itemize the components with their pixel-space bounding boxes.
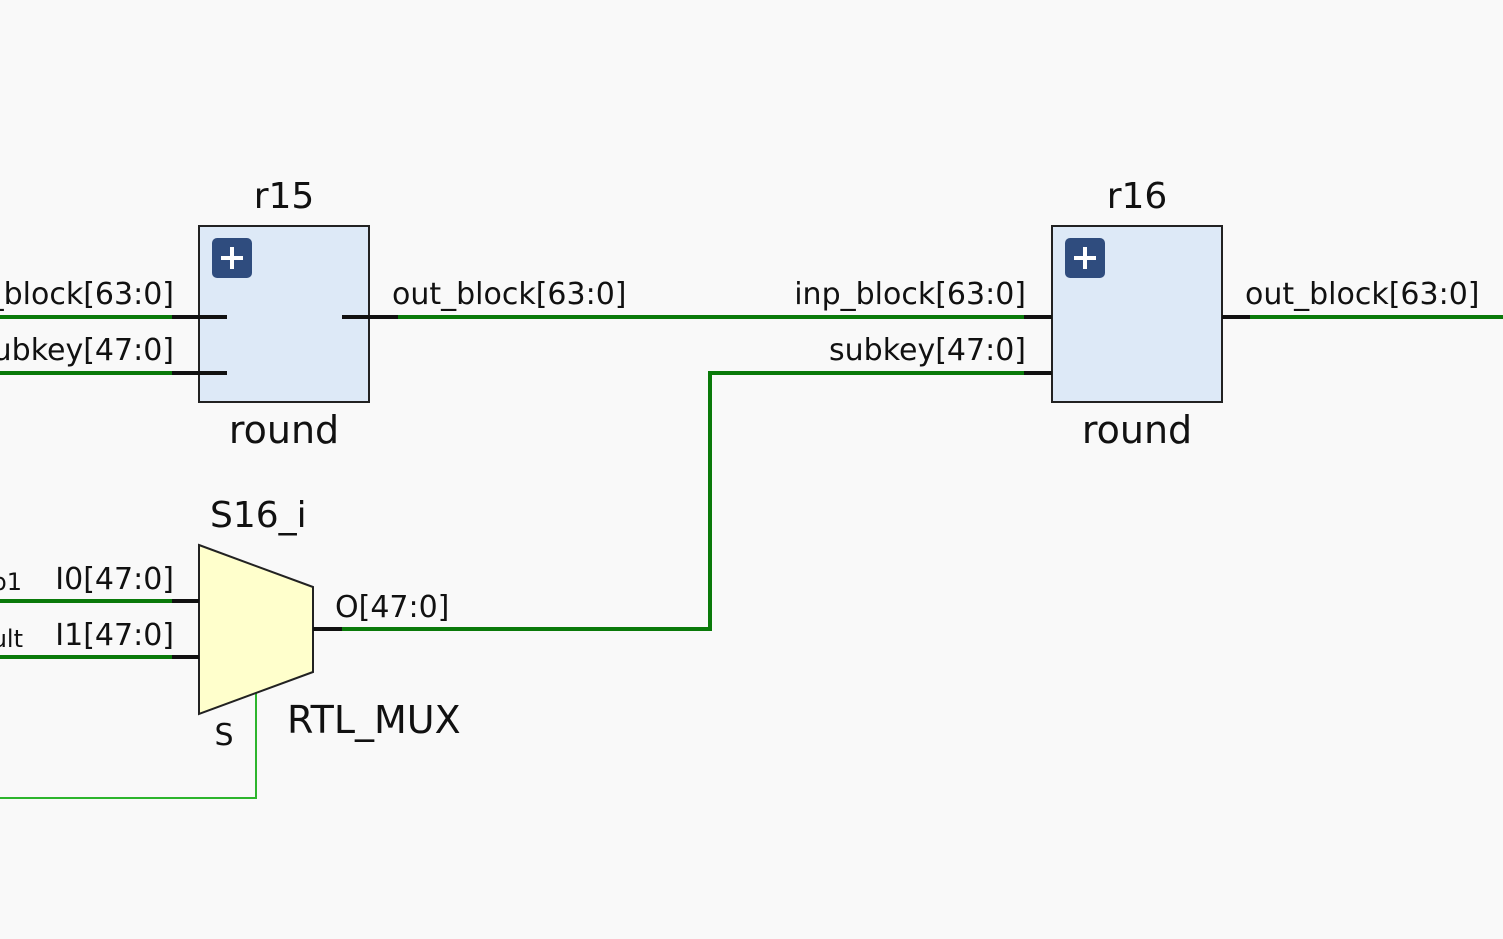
expand-icon[interactable]: [212, 238, 252, 278]
expand-icon[interactable]: [1065, 238, 1105, 278]
port-label-subkey: subkey[47:0]: [829, 333, 1026, 368]
net-label-partial-2: ult: [0, 625, 23, 653]
port-label-i1: I1[47:0]: [55, 618, 174, 653]
net-mux-to-r16-subkey[interactable]: [342, 371, 1024, 631]
port-label-out-block: out_block[63:0]: [392, 277, 627, 312]
block-r16-instance-name: r16: [1107, 176, 1168, 217]
mux-body[interactable]: [198, 543, 314, 716]
net-label-partial-1: p1: [0, 568, 22, 596]
block-r16[interactable]: r16 round inp_block[63:0] subkey[47:0] o…: [794, 176, 1479, 452]
block-r15[interactable]: r15 round inp_block[63:0] subkey[47:0] o…: [0, 176, 627, 452]
port-label-select: S: [214, 718, 233, 753]
port-label-inp-block: inp_block[63:0]: [0, 277, 174, 312]
mux-instance-name: S16_i: [210, 495, 307, 536]
port-label-subkey: subkey[47:0]: [0, 333, 174, 368]
mux-s16-i[interactable]: S16_i RTL_MUX I0[47:0] I1[47:0] O[47:0] …: [0, 495, 461, 753]
net-mux-select[interactable]: [0, 693, 257, 799]
block-r15-type-label: round: [229, 408, 339, 452]
port-label-i0: I0[47:0]: [55, 562, 174, 597]
port-label-inp-block: inp_block[63:0]: [794, 277, 1026, 312]
block-r16-body[interactable]: [1051, 225, 1223, 403]
port-label-o: O[47:0]: [335, 590, 449, 625]
mux-type-label: RTL_MUX: [287, 698, 461, 742]
block-r15-body[interactable]: [198, 225, 370, 403]
block-r16-type-label: round: [1082, 408, 1192, 452]
port-label-out-block: out_block[63:0]: [1245, 277, 1480, 312]
block-r15-instance-name: r15: [254, 176, 315, 217]
